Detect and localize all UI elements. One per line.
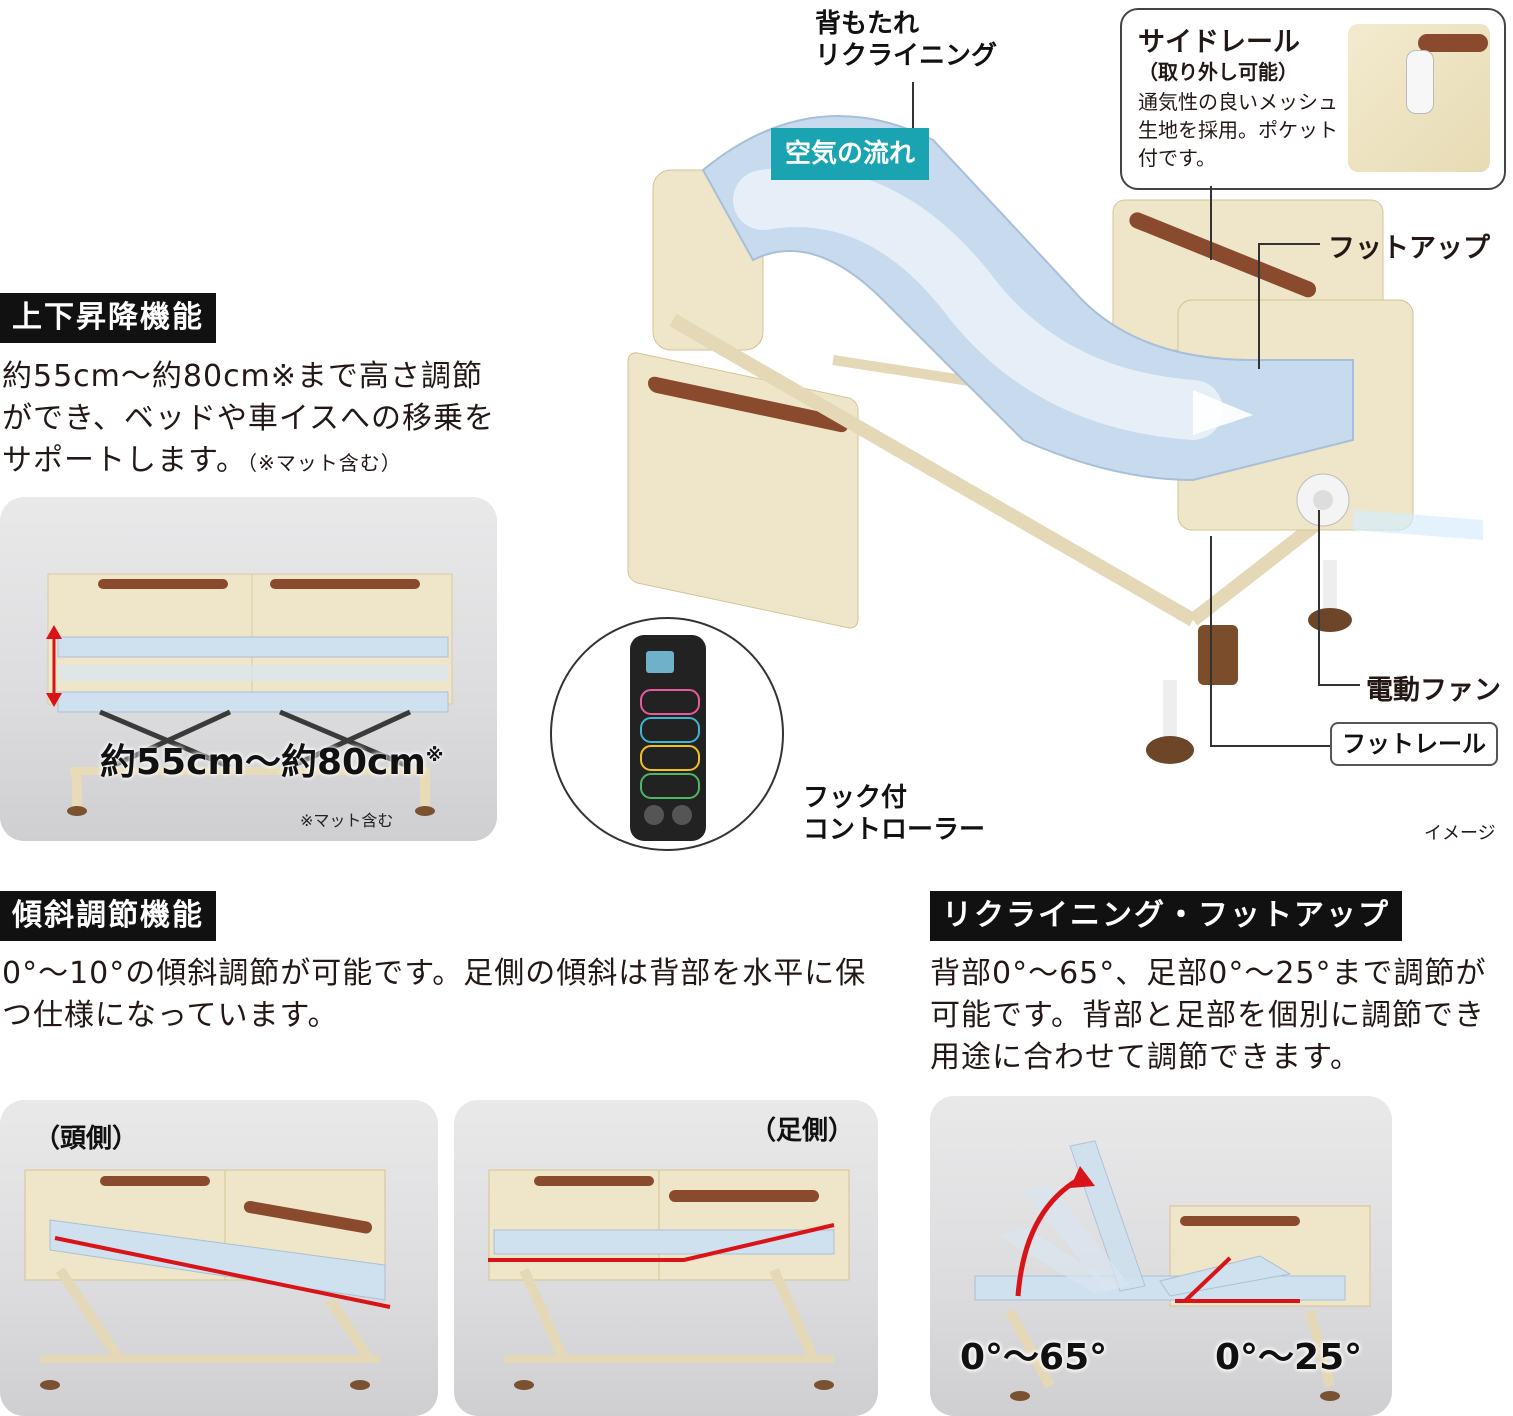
main-bed-illustration bbox=[627, 115, 1483, 764]
controller-button-grey-2 bbox=[672, 805, 692, 825]
tilt-foot-illustration bbox=[488, 1169, 850, 1390]
controller-button-green bbox=[640, 773, 700, 799]
foot-up-label: フットアップ bbox=[1328, 233, 1490, 264]
controller-label: フック付 コントローラー bbox=[803, 783, 986, 845]
height-range-mark: ※ bbox=[425, 745, 444, 766]
recline-section-title: リクライニング・フットアップ bbox=[930, 891, 1402, 941]
controller-circle bbox=[550, 617, 784, 851]
side-rail-leader bbox=[1210, 186, 1212, 260]
airflow-badge: 空気の流れ bbox=[771, 128, 930, 180]
foot-up-leader-v bbox=[1258, 243, 1260, 369]
foot-rail-leader-v bbox=[1210, 536, 1212, 746]
foot-rail-label: フットレール bbox=[1330, 722, 1498, 766]
recline-photo: 0°～65° 0°～25° bbox=[930, 1096, 1392, 1416]
tilt-description: 0°～10°の傾斜調節が可能です。足側の傾斜は背部を水平に保つ仕様になっています… bbox=[2, 956, 867, 1033]
fan-leader-v bbox=[1318, 510, 1320, 684]
tilt-head-illustration bbox=[24, 1169, 391, 1390]
foot-up-leader-h bbox=[1258, 243, 1320, 245]
back-angle-label: 0°～65° bbox=[960, 1337, 1108, 1378]
side-rail-pocket-image bbox=[1348, 24, 1490, 172]
height-description: 約55cm～約80cm※まで高さ調節ができ、ベッドや車イスへの移乗をサポートしま… bbox=[2, 356, 497, 484]
recline-description: 背部0°～65°、足部0°～25°まで調節が可能です。背部と足部を個別に調節でき… bbox=[930, 956, 1487, 1075]
foot-rail-leader-h bbox=[1210, 745, 1330, 747]
tilt-foot-photo: （足側） bbox=[454, 1100, 878, 1416]
side-rail-subtitle: （取り外し可能） bbox=[1138, 60, 1298, 84]
controller-button-blue bbox=[640, 717, 700, 743]
side-rail-desc: 通気性の良いメッシュ生地を採用。ポケット付です。 bbox=[1138, 90, 1338, 170]
controller-button-grey bbox=[644, 805, 664, 825]
height-photo: 約55cm～約80cm※ ※マット含む bbox=[0, 497, 497, 841]
foot-side-label: （足側） bbox=[750, 1116, 855, 1146]
fan-label: 電動ファン bbox=[1366, 675, 1501, 706]
controller-screen bbox=[646, 651, 674, 673]
foot-angle-label: 0°～25° bbox=[1215, 1337, 1363, 1378]
image-note: イメージ bbox=[1424, 823, 1496, 844]
height-photo-note: ※マット含む bbox=[300, 811, 394, 830]
tilt-section-title: 傾斜調節機能 bbox=[0, 891, 216, 941]
controller-button-yellow bbox=[640, 745, 700, 771]
pocket-rail-bar bbox=[1418, 34, 1488, 52]
height-desc-text: 約55cm～約80cm※まで高さ調節ができ、ベッドや車イスへの移乗をサポートしま… bbox=[2, 359, 495, 478]
height-desc-note: （※マット含む） bbox=[247, 451, 402, 475]
pocket-controller bbox=[1406, 50, 1434, 114]
backrest-leader bbox=[912, 82, 914, 128]
recline-illustration bbox=[974, 1140, 1371, 1401]
fan-leader-h bbox=[1318, 684, 1360, 686]
height-range-label: 約55cm～約80cm※ bbox=[100, 733, 443, 785]
height-section-title: 上下昇降機能 bbox=[0, 293, 216, 343]
side-rail-title: サイドレール bbox=[1138, 27, 1300, 58]
tilt-head-photo: （頭側） bbox=[0, 1100, 438, 1416]
backrest-label: 背もたれ リクライニング bbox=[815, 9, 998, 71]
controller-body bbox=[630, 635, 706, 841]
head-side-label: （頭側） bbox=[34, 1124, 139, 1154]
height-bed-illustration bbox=[46, 573, 453, 816]
controller-button-pink bbox=[640, 689, 700, 715]
side-rail-callout: サイドレール （取り外し可能） 通気性の良いメッシュ生地を採用。ポケット付です。 bbox=[1120, 8, 1506, 190]
height-range-text: 約55cm～約80cm bbox=[100, 742, 426, 783]
